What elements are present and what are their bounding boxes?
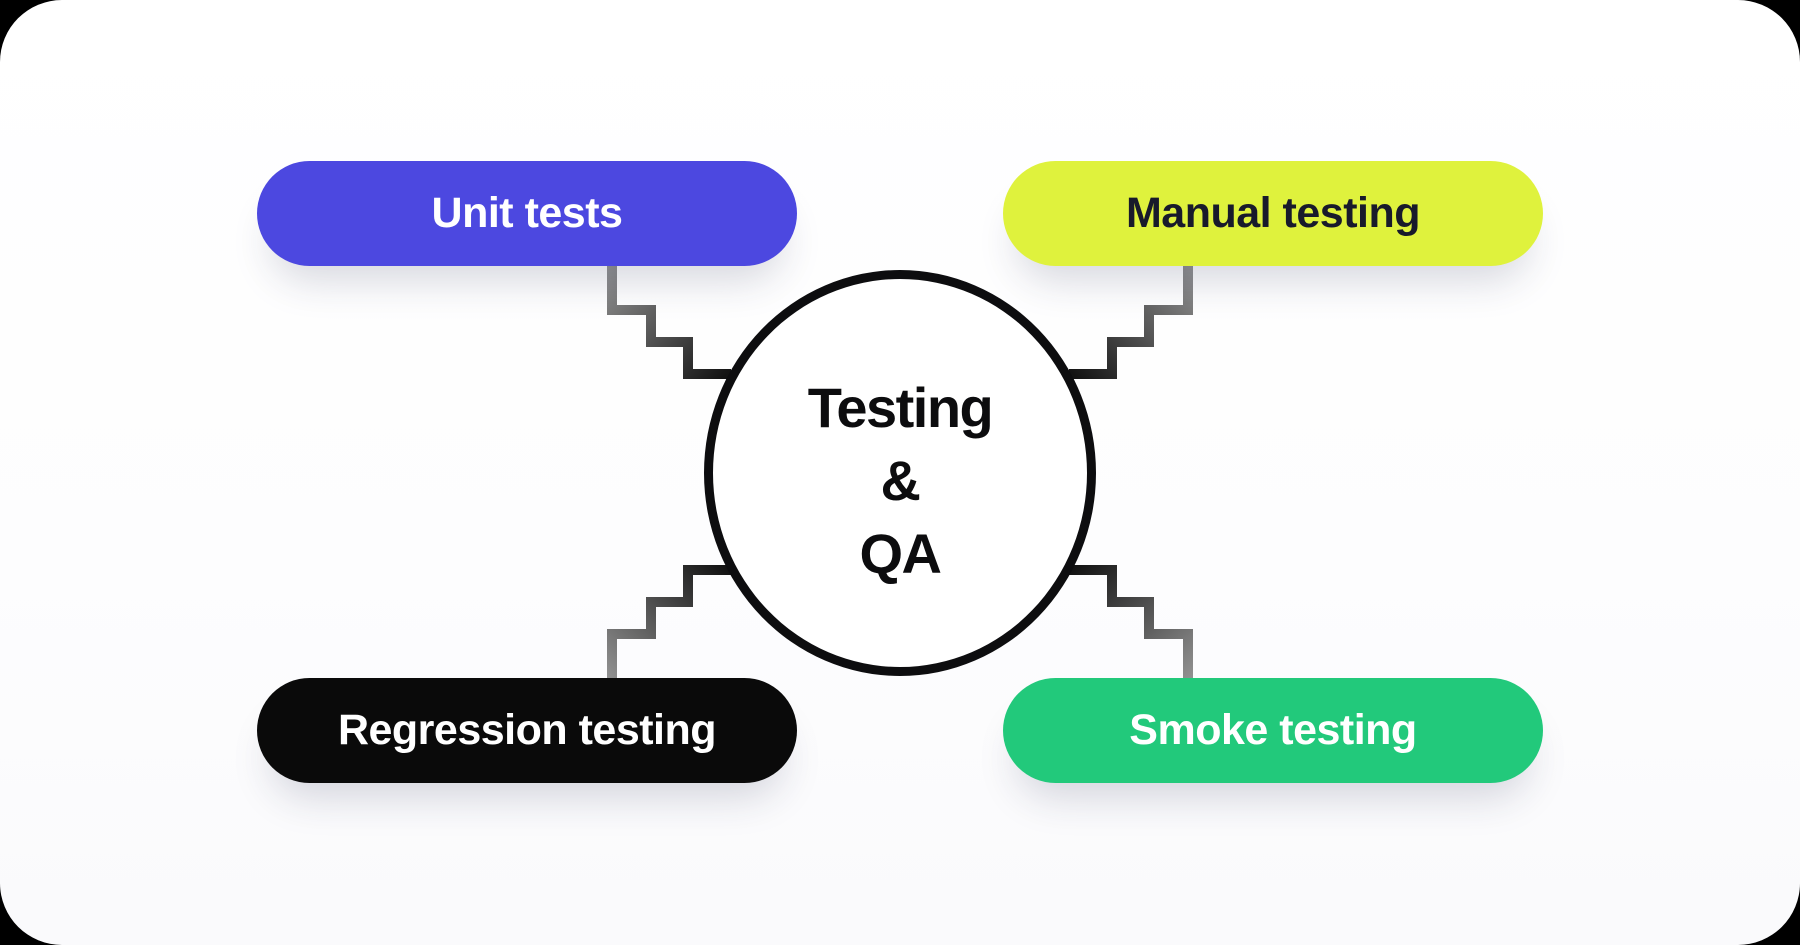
center-title-line-3: QA: [859, 521, 943, 585]
node-pill-manual-testing: Manual testing: [1003, 161, 1543, 266]
node-label-unit-tests: Unit tests: [431, 189, 623, 237]
node-label-manual-testing: Manual testing: [1125, 189, 1421, 237]
connector-top-right: [1069, 258, 1193, 379]
connector-bottom-right: [1067, 565, 1193, 687]
node-pill-regression-testing: Regression testing: [257, 678, 797, 783]
center-title-line-1: Testing: [807, 375, 994, 439]
connector-top-left: [607, 258, 731, 379]
center-title-line-2: &: [880, 448, 921, 512]
node-pill-unit-tests: Unit tests: [257, 161, 797, 266]
node-label-smoke-testing: Smoke testing: [1129, 706, 1417, 754]
node-label-regression-testing: Regression testing: [337, 706, 717, 754]
node-pill-smoke-testing: Smoke testing: [1003, 678, 1543, 783]
center-node-testing-qa: Testing & QA: [704, 270, 1096, 676]
connector-bottom-left: [607, 565, 733, 687]
